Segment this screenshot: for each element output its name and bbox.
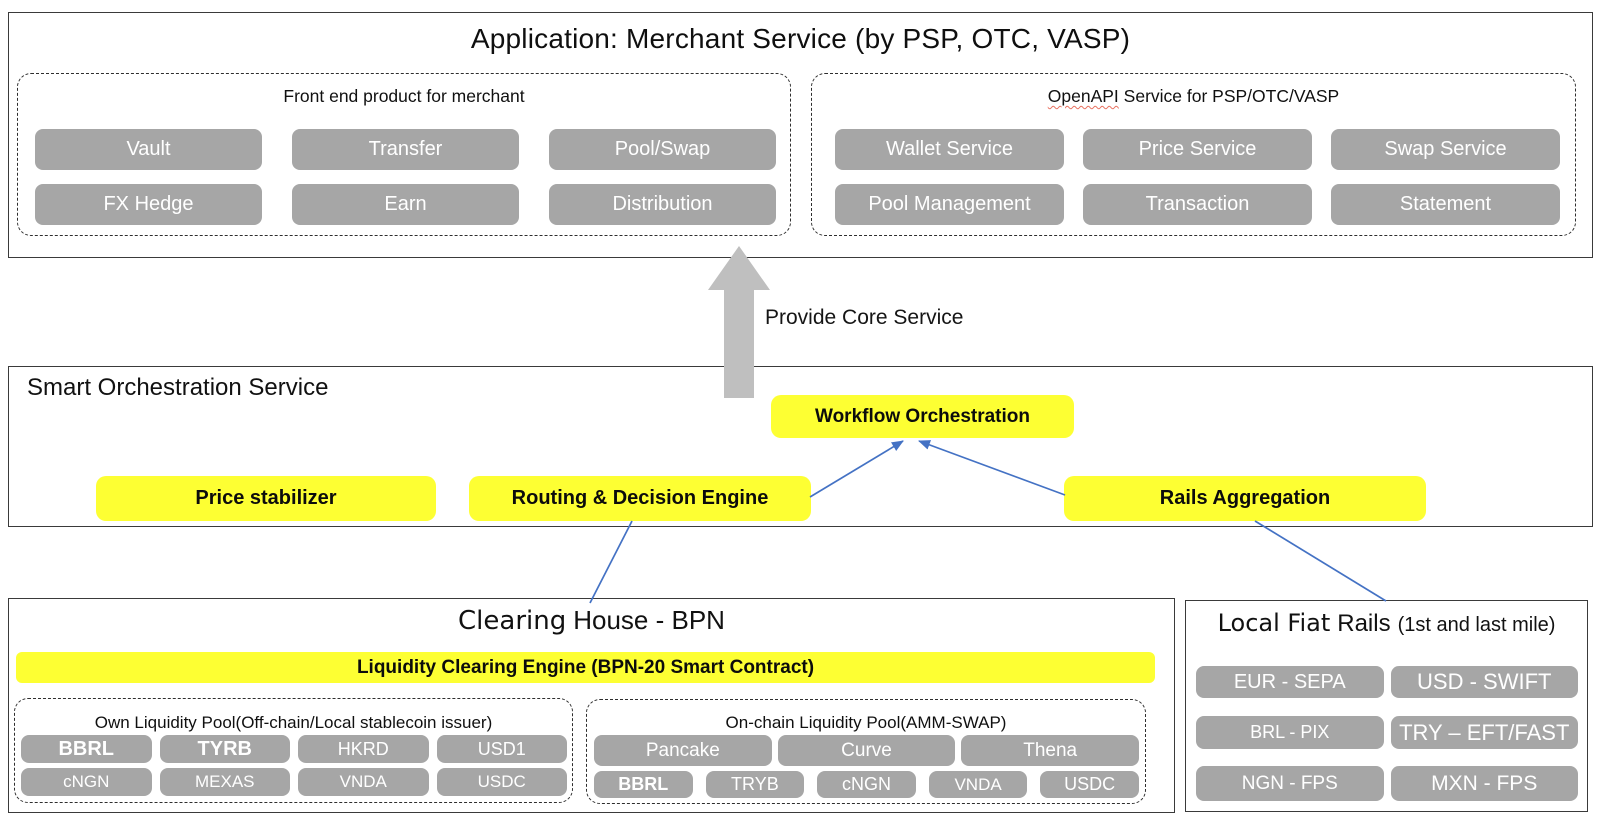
token-chip: USDC <box>1040 771 1139 798</box>
rails-aggregation-box: Rails Aggregation <box>1064 476 1426 521</box>
token-chip: USDC <box>436 768 567 796</box>
openapi-row-2: Pool Management Transaction Statement <box>835 184 1560 225</box>
service-chip: FX Hedge <box>35 184 262 225</box>
own-liquidity-pool-panel: Own Liquidity Pool(Off-chain/Local stabl… <box>14 698 573 803</box>
onchain-pool-title: On-chain Liquidity Pool(AMM-SWAP) <box>725 713 1007 732</box>
fiat-title-regular: Rails <box>1337 610 1391 637</box>
onchain-pool-row-2: BBRL TRYB cNGN VNDA USDC <box>594 771 1139 798</box>
fiat-to-rails-connector <box>1254 520 1387 602</box>
fiat-title-strong: Local Fiat <box>1217 609 1331 637</box>
clearing-title-rest: House - BPN <box>573 605 725 635</box>
rail-chip: MXN - FPS <box>1390 766 1578 801</box>
fiat-row-2: BRL - PIX TRY – EFT/FAST <box>1196 716 1578 749</box>
service-chip: Statement <box>1331 184 1560 225</box>
token-chip: HKRD <box>298 735 429 763</box>
onchain-liquidity-pool-panel: On-chain Liquidity Pool(AMM-SWAP) Pancak… <box>586 699 1146 804</box>
rail-chip: USD - SWIFT <box>1390 666 1578 698</box>
application-title: Application: Merchant Service (by PSP, O… <box>470 23 1131 54</box>
openapi-panel: OpenAPI Service for PSP/OTC/VASP Wallet … <box>811 73 1576 236</box>
service-chip: Transfer <box>292 129 519 170</box>
rail-chip: TRY – EFT/FAST <box>1390 716 1578 749</box>
service-chip: Wallet Service <box>835 129 1064 170</box>
routing-decision-engine-box: Routing & Decision Engine <box>469 476 811 521</box>
price-stabilizer-box: Price stabilizer <box>96 476 436 521</box>
service-chip: Vault <box>35 129 262 170</box>
token-chip: MEXAS <box>159 768 290 796</box>
service-chip: Transaction <box>1083 184 1312 225</box>
service-chip: Distribution <box>549 184 776 225</box>
token-chip: BBRL <box>21 735 152 763</box>
token-chip: cNGN <box>817 771 916 798</box>
service-chip: Pool Management <box>835 184 1064 225</box>
rail-chip: NGN - FPS <box>1196 766 1384 801</box>
token-chip: TYRB <box>159 735 290 763</box>
openapi-word-spellchecked: OpenAPI <box>1047 86 1119 106</box>
token-chip: TRYB <box>705 771 805 798</box>
clearing-to-routing-connector <box>589 520 633 604</box>
orchestration-section: Smart Orchestration Service Workflow Orc… <box>8 366 1593 527</box>
service-chip: Pool/Swap <box>549 129 776 170</box>
provide-core-service-label: Provide Core Service <box>765 306 964 329</box>
liquidity-clearing-engine-bar: Liquidity Clearing Engine (BPN-20 Smart … <box>16 652 1155 683</box>
frontend-row-1: Vault Transfer Pool/Swap <box>35 129 776 170</box>
rail-chip: EUR - SEPA <box>1196 666 1384 698</box>
token-chip: cNGN <box>21 768 152 796</box>
own-pool-title: Own Liquidity Pool(Off-chain/Local stabl… <box>94 713 493 732</box>
application-section: Application: Merchant Service (by PSP, O… <box>8 12 1593 258</box>
service-chip: Earn <box>292 184 519 225</box>
own-pool-row-2: cNGN MEXAS VNDA USDC <box>21 768 567 796</box>
openapi-row-1: Wallet Service Price Service Swap Servic… <box>835 129 1560 170</box>
token-chip: VNDA <box>298 768 429 796</box>
workflow-orchestration-box: Workflow Orchestration <box>771 395 1074 438</box>
frontend-panel-title: Front end product for merchant <box>283 86 525 106</box>
onchain-pool-row-1: Pancake Curve Thena <box>594 735 1140 766</box>
dex-chip: Pancake <box>594 735 772 766</box>
frontend-panel: Front end product for merchant Vault Tra… <box>17 73 791 236</box>
dex-chip: Thena <box>961 735 1140 766</box>
own-pool-row-1: BBRL TYRB HKRD USD1 <box>21 735 567 763</box>
openapi-title-rest: Service for PSP/OTC/VASP <box>1118 86 1340 106</box>
service-chip: Swap Service <box>1331 129 1560 170</box>
orchestration-title: Smart Orchestration Service <box>27 374 329 401</box>
token-chip: USD1 <box>436 735 567 763</box>
service-chip: Price Service <box>1083 129 1312 170</box>
clearing-title-strong: Clearing <box>458 606 567 636</box>
fiat-row-3: NGN - FPS MXN - FPS <box>1196 766 1578 801</box>
dex-chip: Curve <box>777 735 956 766</box>
fiat-row-1: EUR - SEPA USD - SWIFT <box>1196 666 1578 698</box>
token-chip: VNDA <box>928 771 1028 798</box>
frontend-row-2: FX Hedge Earn Distribution <box>35 184 776 225</box>
fiat-title-small: (1st and last mile) <box>1397 614 1556 636</box>
openapi-panel-title: OpenAPI Service for PSP/OTC/VASP <box>812 86 1575 107</box>
rail-chip: BRL - PIX <box>1196 716 1384 749</box>
token-chip: BBRL <box>594 771 693 798</box>
